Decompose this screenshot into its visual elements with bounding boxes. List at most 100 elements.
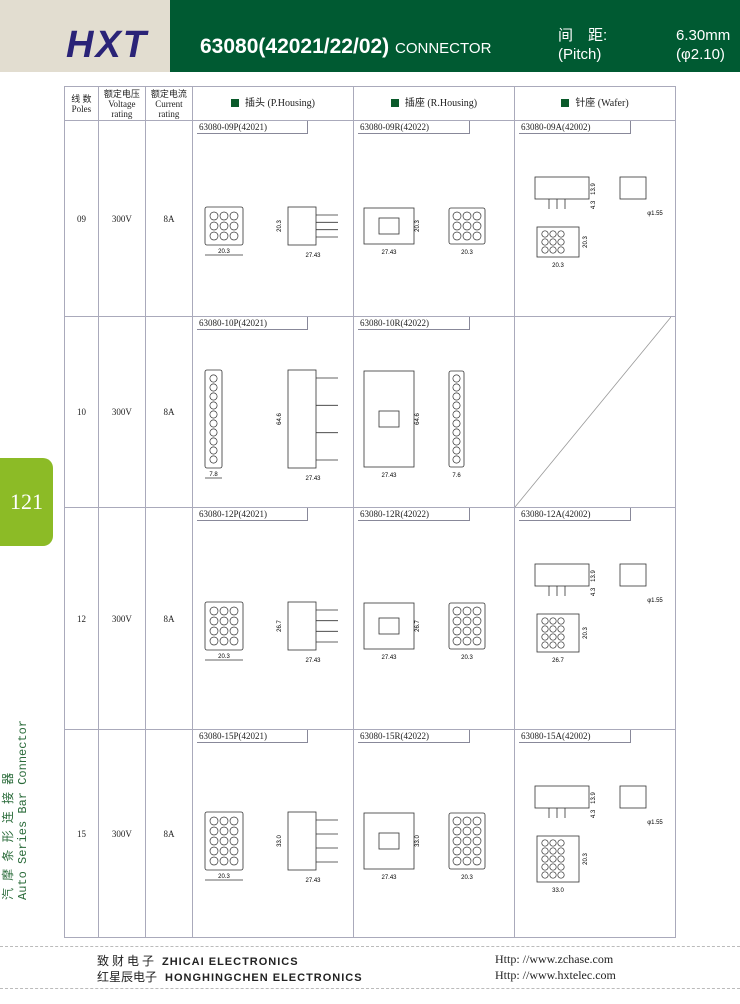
pin-cavity — [229, 636, 239, 645]
pin-cavity — [472, 221, 482, 230]
part-number: 63080-12P(42021) — [196, 508, 308, 521]
pin-cavity — [549, 632, 557, 641]
pin-cavity — [209, 846, 219, 855]
p-drawing: 20.320.327.43 — [204, 206, 338, 259]
pin-cavity — [219, 836, 229, 845]
pin-cavity — [219, 606, 229, 615]
dimension-label: 20.3 — [583, 235, 589, 247]
pin-cavity — [209, 374, 218, 383]
pin-cavity — [452, 231, 462, 240]
pin-diameter: (φ2.10) — [676, 46, 725, 63]
pin-cavity — [549, 624, 557, 633]
dimension-label: 20.3 — [461, 655, 473, 661]
pin-cavity — [472, 836, 482, 845]
footer-link-1[interactable]: Http: //www.zchase.com — [495, 952, 614, 966]
header-title-panel: 63080(42021/22/02) CONNECTOR 间 距:6.30mm … — [170, 0, 740, 72]
dimension-label: 20.3 — [277, 219, 283, 231]
dimension-label: 20.3 — [461, 875, 473, 881]
poles-cell: 12 — [64, 507, 99, 730]
pin-cavity — [549, 245, 557, 254]
part-number: 63080-15R(42022) — [357, 730, 470, 743]
pin-cavity — [209, 446, 218, 455]
part-number: 63080-10R(42022) — [357, 317, 470, 330]
part-number: 63080-10P(42021) — [196, 317, 308, 330]
pin-cavity — [549, 870, 557, 879]
pin-cavity — [557, 237, 565, 246]
footer-link-2[interactable]: Http: //www.hxtelec.com — [495, 968, 616, 982]
pin-cavity — [209, 626, 219, 635]
pin-cavity — [452, 211, 462, 220]
pin-cavity — [229, 836, 239, 845]
pin-cavity — [229, 616, 239, 625]
part-number: 63080-12A(42002) — [518, 508, 632, 521]
dimension-label: 33.0 — [552, 888, 564, 894]
pin-cavity — [229, 221, 239, 230]
pin-cavity — [209, 826, 219, 835]
pin-cavity — [557, 624, 565, 633]
pin-cavity — [462, 221, 472, 230]
pin-cavity — [209, 856, 219, 865]
pin-cavity — [549, 229, 557, 238]
poles-cell: 09 — [64, 120, 99, 317]
pin-cavity — [229, 826, 239, 835]
pin-cavity — [209, 410, 218, 419]
dimension-label: φ1.55 — [647, 820, 663, 826]
pin-cavity — [462, 626, 472, 635]
pin-cavity — [452, 856, 462, 865]
pin-cavity — [452, 816, 462, 825]
dimension-label: 20.3 — [583, 626, 589, 638]
pin-cavity — [209, 401, 218, 410]
logo: HXT — [66, 24, 148, 66]
dimension-label: 27.43 — [305, 658, 321, 664]
dimension-label: 26.7 — [552, 658, 564, 664]
pin-cavity — [541, 632, 549, 641]
pin-cavity — [549, 862, 557, 871]
pin-cavity — [557, 640, 565, 649]
pin-cavity — [229, 211, 239, 220]
dimension-label: 27.43 — [381, 250, 397, 256]
footer-divider — [0, 946, 740, 947]
part-number: 63080-09P(42021) — [196, 121, 308, 134]
pin-cavity — [549, 838, 557, 847]
pin-cavity — [229, 626, 239, 635]
pin-cavity — [541, 229, 549, 238]
pin-cavity — [209, 455, 218, 464]
pin-cavity — [472, 211, 482, 220]
footer-divider — [0, 988, 740, 989]
pin-cavity — [452, 401, 461, 410]
pin-cavity — [452, 221, 462, 230]
pin-cavity — [209, 231, 219, 240]
pin-cavity — [452, 846, 462, 855]
pin-cavity — [452, 606, 462, 615]
pin-cavity — [219, 626, 229, 635]
dimension-label: 27.43 — [305, 253, 321, 259]
current-cell: 8A — [144, 729, 193, 938]
pin-cavity — [541, 237, 549, 246]
title-suffix: CONNECTOR — [395, 40, 492, 57]
dimension-label: 20.3 — [218, 654, 230, 660]
pin-cavity — [541, 616, 549, 625]
pin-cavity — [549, 846, 557, 855]
voltage-cell: 300V — [97, 507, 146, 730]
dimension-label: 27.43 — [381, 473, 397, 479]
dimension-label: 27.43 — [305, 476, 321, 482]
pin-cavity — [462, 846, 472, 855]
pin-cavity — [219, 856, 229, 865]
dimension-label: 64.6 — [415, 413, 421, 425]
pin-cavity — [209, 636, 219, 645]
